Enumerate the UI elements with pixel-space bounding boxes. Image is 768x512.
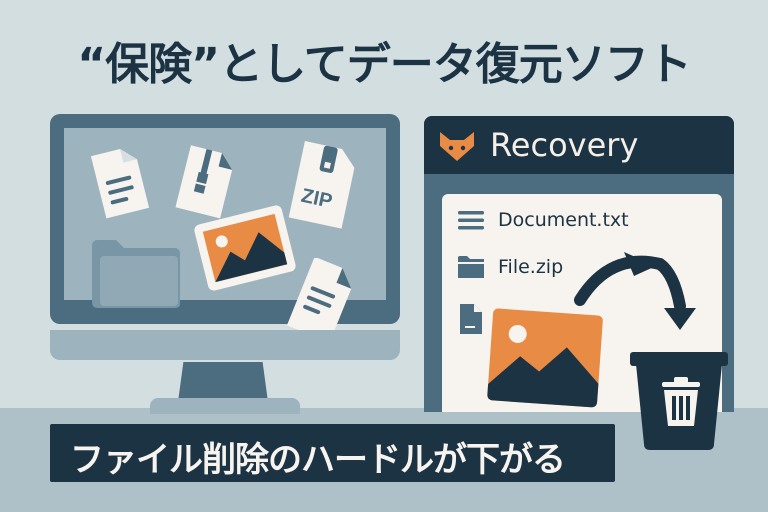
curved-arrow-icon <box>574 252 696 330</box>
monitor-chin <box>50 330 400 360</box>
headline: “保険”としてデータ復元ソフト <box>77 39 692 90</box>
folder-icon[interactable] <box>88 236 184 312</box>
file-name: File.zip <box>498 256 564 278</box>
zip-file-icon[interactable]: ZIP <box>284 140 364 232</box>
recovery-title: Recovery <box>490 126 639 164</box>
monitor-base <box>150 398 300 414</box>
trash-icon[interactable] <box>628 348 734 452</box>
text-document-icon[interactable] <box>84 142 156 222</box>
list-item[interactable]: Document.txt <box>456 208 629 232</box>
caption-banner: ファイル削除のハードルが下がる <box>50 424 615 482</box>
folder-icon <box>458 256 484 278</box>
text-document-icon[interactable] <box>286 258 366 330</box>
zip-file-icon[interactable] <box>170 144 242 224</box>
file-icon <box>460 304 482 334</box>
fox-logo-icon <box>440 132 474 161</box>
image-file-icon[interactable] <box>190 200 300 296</box>
caption-text: ファイル削除のハードルが下がる <box>70 440 566 480</box>
monitor-stand <box>178 362 268 402</box>
list-icon <box>458 211 484 230</box>
list-item[interactable]: File.zip <box>456 254 563 280</box>
image-file-icon[interactable] <box>484 306 608 412</box>
recovery-titlebar: Recovery <box>424 116 734 174</box>
file-name: Document.txt <box>498 209 629 231</box>
list-item[interactable] <box>456 302 486 336</box>
